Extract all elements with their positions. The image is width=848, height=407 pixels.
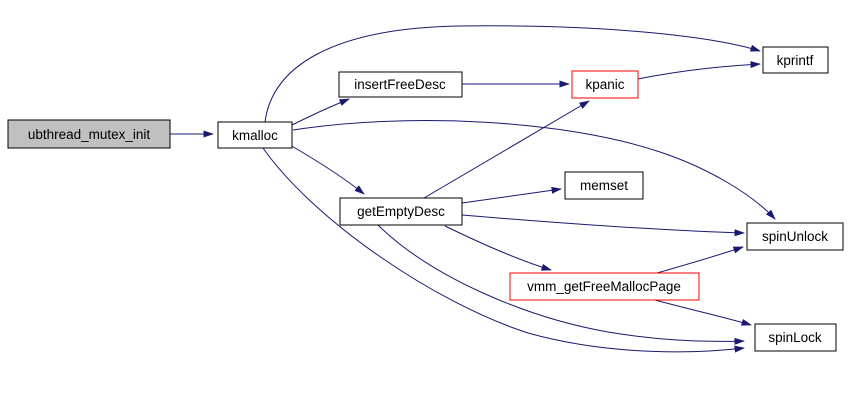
edge-vmm_getFreeMallocPage-spinUnlock [656, 246, 744, 274]
node-spinLock-box [754, 323, 837, 352]
node-kmalloc[interactable]: kmalloc [217, 121, 293, 149]
node-getEmptyDesc-box [339, 197, 463, 226]
node-kprintf-label: kprintf [777, 53, 814, 68]
node-vmm_getFreeMallocPage[interactable]: vmm_getFreeMallocPage [509, 272, 700, 301]
node-memset[interactable]: memset [564, 171, 644, 200]
node-insertFreeDesc-label: insertFreeDesc [354, 77, 446, 92]
node-insertFreeDesc-box [338, 71, 463, 98]
node-spinUnlock-box [746, 222, 844, 251]
node-spinLock-label: spinLock [768, 330, 822, 345]
edge-kmalloc-insertFreeDesc [291, 98, 350, 126]
node-memset-box [564, 171, 644, 200]
edge-getEmptyDesc-spinLock [377, 224, 745, 345]
edge-kmalloc-getEmptyDesc [289, 144, 365, 195]
edge-kmalloc-kprintf [264, 25, 761, 123]
edge-kmalloc-spinUnlock [292, 120, 776, 220]
node-getEmptyDesc[interactable]: getEmptyDesc [339, 197, 463, 226]
node-memset-label: memset [580, 178, 628, 193]
edge-getEmptyDesc-vmm_getFreeMallocPage [444, 225, 552, 271]
edge-getEmptyDesc-spinUnlock [461, 214, 745, 237]
node-ubthread_mutex_init-label: ubthread_mutex_init [28, 127, 151, 142]
node-spinUnlock[interactable]: spinUnlock [746, 222, 844, 251]
node-spinUnlock-label: spinUnlock [762, 229, 828, 244]
node-kprintf[interactable]: kprintf [762, 46, 829, 74]
node-getEmptyDesc-label: getEmptyDesc [357, 204, 445, 219]
node-vmm_getFreeMallocPage-box [509, 272, 700, 301]
node-kpanic-box [571, 70, 639, 99]
edge-kpanic-kprintf [637, 61, 761, 80]
edge-getEmptyDesc-memset [461, 186, 562, 204]
node-spinLock[interactable]: spinLock [754, 323, 837, 352]
node-kmalloc-box [217, 121, 293, 149]
node-kmalloc-label: kmalloc [232, 128, 278, 143]
node-kpanic[interactable]: kpanic [571, 70, 639, 99]
edge-getEmptyDesc-kpanic [423, 100, 590, 199]
node-ubthread_mutex_init[interactable]: ubthread_mutex_init [7, 119, 171, 149]
node-vmm_getFreeMallocPage-label: vmm_getFreeMallocPage [527, 279, 681, 294]
node-insertFreeDesc[interactable]: insertFreeDesc [338, 71, 463, 98]
edge-vmm_getFreeMallocPage-spinLock [654, 299, 752, 326]
node-ubthread_mutex_init-box [7, 119, 171, 149]
node-kprintf-box [762, 46, 829, 74]
edge-kmalloc-spinLock [262, 147, 745, 353]
node-kpanic-label: kpanic [585, 77, 624, 92]
